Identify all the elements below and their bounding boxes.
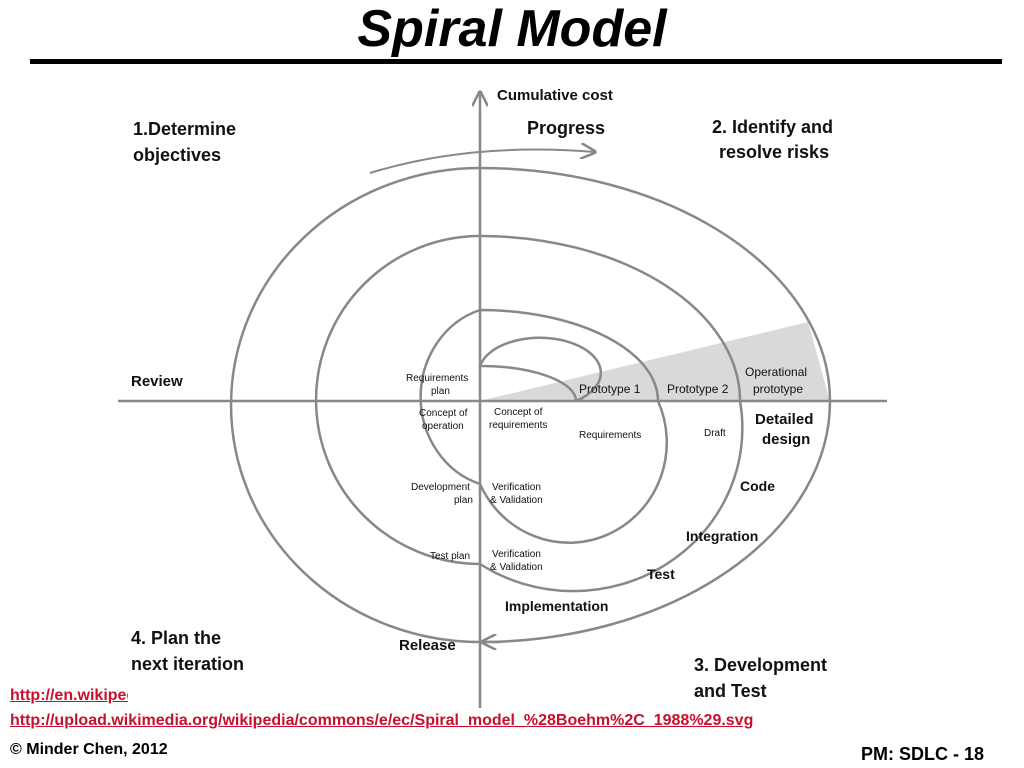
spiral-ring-2 xyxy=(419,308,669,544)
code-label: Code xyxy=(740,478,775,494)
quadrant-1-line-2: objectives xyxy=(133,145,221,165)
requirements-plan-line-2: plan xyxy=(431,386,450,397)
quadrant-3-line-2: and Test xyxy=(694,681,767,701)
draft-label: Draft xyxy=(704,428,726,439)
title-divider xyxy=(30,59,1002,64)
slide-title: Spiral Model xyxy=(357,0,667,58)
review-label: Review xyxy=(131,373,183,390)
quadrant-4-line-2: next iteration xyxy=(131,654,244,674)
prototype-2-label: Prototype 2 xyxy=(667,382,729,396)
test-label: Test xyxy=(647,566,675,582)
copyright: © Minder Chen, 2012 xyxy=(10,741,168,758)
cumulative-cost-label: Cumulative cost xyxy=(497,87,613,104)
requirements-plan-line-1: Requirements xyxy=(406,373,468,384)
spiral-ring-1 xyxy=(478,336,603,403)
page-number: PM: SDLC - 18 xyxy=(860,744,984,764)
wikimedia-svg-link[interactable]: http://upload.wikimedia.org/wikipedia/co… xyxy=(10,712,754,729)
integration-label: Integration xyxy=(686,528,758,544)
quadrant-3-line-1: 3. Development xyxy=(694,655,827,675)
operational-prototype-line-1: Operational xyxy=(745,365,807,379)
verification-1-line-2: & Validation xyxy=(490,495,543,506)
progress-arrow xyxy=(369,150,595,174)
verification-2-line-2: & Validation xyxy=(490,562,543,573)
prototype-wedge xyxy=(480,322,830,401)
test-plan-label: Test plan xyxy=(430,551,470,562)
quadrant-2-line-1: 2. Identify and xyxy=(712,117,833,137)
implementation-label: Implementation xyxy=(505,598,608,614)
development-plan-line-1: Development xyxy=(411,482,470,493)
requirements-label: Requirements xyxy=(579,430,641,441)
prototype-1-label: Prototype 1 xyxy=(579,382,641,396)
detailed-design-line-1: Detailed xyxy=(755,411,813,428)
quadrant-4-line-1: 4. Plan the xyxy=(131,628,221,648)
wikipedia-link[interactable]: http://en.wikipedia.org/wiki/Spiral_mode… xyxy=(10,687,128,704)
verification-2-line-1: Verification xyxy=(492,549,541,560)
quadrant-1-line-1: 1.Determine xyxy=(133,119,236,139)
concept-of-requirements-line-1: Concept of xyxy=(494,407,543,418)
concept-of-requirements-line-2: requirements xyxy=(489,420,547,431)
release-label: Release xyxy=(399,637,456,654)
concept-of-operation-line-1: Concept of xyxy=(419,408,468,419)
progress-label: Progress xyxy=(527,118,605,138)
verification-1-line-1: Verification xyxy=(492,482,541,493)
quadrant-2-line-2: resolve risks xyxy=(719,142,829,162)
development-plan-line-2: plan xyxy=(454,495,473,506)
detailed-design-line-2: design xyxy=(762,431,810,448)
spiral-ring-3 xyxy=(314,234,744,593)
operational-prototype-line-2: prototype xyxy=(753,382,803,396)
spiral-ring-4 xyxy=(229,166,832,644)
concept-of-operation-line-2: operation xyxy=(422,421,464,432)
